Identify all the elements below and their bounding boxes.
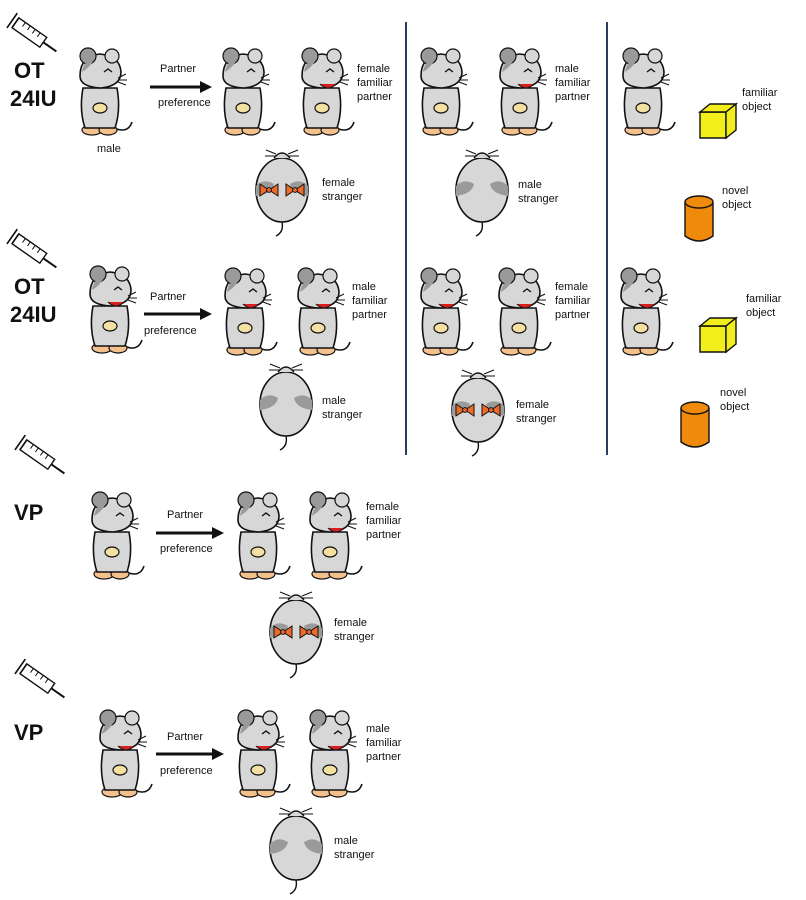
pair-label: female: [357, 63, 390, 75]
subject-mouse-icon: [99, 709, 153, 798]
female-partner-mouse-icon: [301, 47, 355, 136]
row-2: OT 24IU Partner preference male familiar…: [6, 228, 782, 457]
pair-label: familiar: [352, 295, 388, 307]
arrow-head-icon: [212, 527, 224, 539]
novel-object-cylinder-icon: [684, 195, 714, 242]
female-partner-mouse-icon: [498, 267, 552, 356]
pair-label: familiar: [366, 515, 402, 527]
pair-label: familiar: [357, 77, 393, 89]
pair-label: partner: [352, 309, 387, 321]
stranger-label: stranger: [516, 413, 557, 425]
male-stranger-mouse-icon: [455, 149, 509, 237]
subject-label: male: [97, 143, 121, 155]
row-4: VP Partner preference male familiar part…: [14, 658, 402, 895]
pair-label: partner: [366, 529, 401, 541]
pair-label: male: [366, 723, 390, 735]
subject-mouse-icon: [222, 47, 276, 136]
stranger-label: stranger: [334, 849, 375, 861]
familiar-object-cube-icon: [698, 316, 738, 354]
pair-label: partner: [357, 91, 392, 103]
male-stranger-mouse-icon: [259, 363, 313, 451]
row-3: VP Partner preference female familiar pa…: [14, 434, 402, 679]
pair-label: male: [555, 63, 579, 75]
pair-label: familiar: [555, 77, 591, 89]
object-label: object: [742, 101, 771, 113]
syringe-icon: [6, 12, 57, 53]
syringe-icon: [6, 228, 57, 269]
subject-mouse-icon: [224, 267, 278, 356]
syringe-icon: [14, 434, 65, 475]
arrow-head-icon: [212, 748, 224, 760]
object-label: familiar: [746, 293, 782, 305]
male-stranger-mouse-icon: [269, 807, 323, 895]
stranger-label: male: [518, 179, 542, 191]
male-partner-mouse-icon: [309, 709, 363, 798]
stranger-label: male: [322, 395, 346, 407]
row-1: OT 24IU male Partner preference female f…: [6, 12, 778, 242]
subject-mouse-icon: [420, 267, 474, 356]
subject-mouse-icon: [89, 265, 143, 354]
female-stranger-mouse-icon: [451, 369, 505, 457]
treatment-label-line1: VP: [14, 500, 43, 525]
object-label: familiar: [742, 87, 778, 99]
stranger-label: female: [334, 617, 367, 629]
novel-object-cylinder-icon: [680, 401, 710, 448]
stranger-label: stranger: [518, 193, 559, 205]
arrow-head-icon: [200, 308, 212, 320]
subject-mouse-icon: [237, 709, 291, 798]
subject-mouse-icon: [91, 491, 145, 580]
stranger-label: female: [516, 399, 549, 411]
arrow-label-bottom: preference: [144, 325, 197, 337]
subject-mouse-icon: [622, 47, 676, 136]
treatment-label-line2: 24IU: [10, 86, 56, 111]
pair-label: partner: [555, 309, 590, 321]
pair-label: familiar: [366, 737, 402, 749]
pair-label: male: [352, 281, 376, 293]
subject-mouse-icon: [620, 267, 674, 356]
subject-mouse-icon: [79, 47, 133, 136]
female-stranger-mouse-icon: [255, 149, 309, 237]
subject-mouse-icon: [420, 47, 474, 136]
treatment-label-line2: 24IU: [10, 302, 56, 327]
object-label: object: [720, 401, 749, 413]
arrow-label-bottom: preference: [160, 543, 213, 555]
object-label: object: [722, 199, 751, 211]
arrow-label-bottom: preference: [160, 765, 213, 777]
arrow-head-icon: [200, 81, 212, 93]
treatment-label-line1: VP: [14, 720, 43, 745]
male-partner-mouse-icon: [297, 267, 351, 356]
object-label: novel: [722, 185, 748, 197]
object-label: object: [746, 307, 775, 319]
arrow-label-top: Partner: [167, 731, 203, 743]
female-partner-mouse-icon: [309, 491, 363, 580]
stranger-label: stranger: [334, 631, 375, 643]
pair-label: female: [555, 281, 588, 293]
arrow-label-top: Partner: [160, 63, 196, 75]
object-label: novel: [720, 387, 746, 399]
pair-label: familiar: [555, 295, 591, 307]
treatment-label-line1: OT: [14, 58, 45, 83]
subject-mouse-icon: [237, 491, 291, 580]
male-partner-mouse-icon: [499, 47, 553, 136]
stranger-label: female: [322, 177, 355, 189]
pair-label: female: [366, 501, 399, 513]
arrow-label-bottom: preference: [158, 97, 211, 109]
arrow-label-top: Partner: [150, 291, 186, 303]
arrow-label-top: Partner: [167, 509, 203, 521]
stranger-label: stranger: [322, 409, 363, 421]
pair-label: partner: [555, 91, 590, 103]
stranger-label: male: [334, 835, 358, 847]
treatment-label-line1: OT: [14, 274, 45, 299]
pair-label: partner: [366, 751, 401, 763]
female-stranger-mouse-icon: [269, 591, 323, 679]
familiar-object-cube-icon: [698, 102, 738, 140]
stranger-label: stranger: [322, 191, 363, 203]
syringe-icon: [14, 658, 65, 699]
